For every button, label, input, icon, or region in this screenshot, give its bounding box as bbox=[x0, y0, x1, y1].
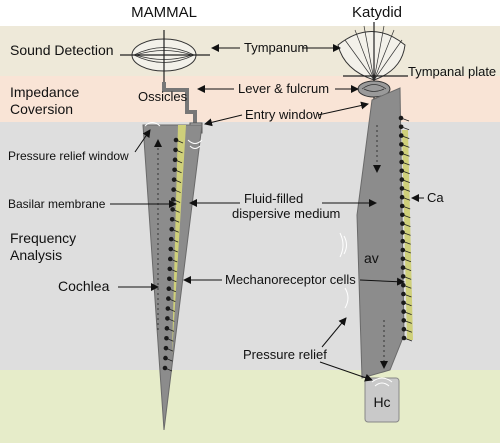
mechanoreceptor-cell bbox=[173, 147, 178, 153]
mammal-tympanum bbox=[120, 30, 210, 82]
svg-text:Pressure relief: Pressure relief bbox=[243, 347, 327, 362]
mechanoreceptor-cell bbox=[400, 247, 406, 253]
column-title-mammal: MAMMAL bbox=[131, 4, 197, 21]
mechanoreceptor-cell bbox=[401, 326, 407, 332]
label-pressure-relief-window: Pressure relief window bbox=[8, 129, 151, 163]
mechanoreceptor-cell bbox=[401, 318, 407, 323]
band-label-frequency-1: Frequency bbox=[10, 230, 76, 246]
svg-text:Lever & fulcrum: Lever & fulcrum bbox=[238, 81, 329, 96]
band-label-frequency-2: Analysis bbox=[10, 247, 62, 263]
mechanoreceptor-cell bbox=[401, 335, 407, 341]
svg-text:Cochlea: Cochlea bbox=[58, 278, 110, 294]
mechanoreceptor-cell bbox=[399, 186, 405, 191]
mechanoreceptor-cell bbox=[172, 157, 178, 163]
mechanoreceptor-cell bbox=[164, 335, 169, 341]
impedance-band bbox=[0, 76, 500, 122]
mechanoreceptor-cell bbox=[173, 137, 179, 143]
mechanoreceptor-cell bbox=[400, 230, 405, 235]
mechanoreceptor-cell bbox=[401, 300, 406, 306]
label-basilar-membrane: Basilar membrane bbox=[8, 197, 177, 211]
label-fluid-filled: Fluid-filled dispersive medium bbox=[189, 191, 377, 221]
mechanoreceptor-cell bbox=[163, 355, 168, 361]
band-label-impedance-2: Coversion bbox=[10, 101, 73, 117]
mechanoreceptor-cell bbox=[165, 316, 170, 321]
mechanoreceptor-cell bbox=[167, 256, 173, 262]
mechanoreceptor-cell bbox=[400, 221, 405, 226]
svg-text:Pressure relief window: Pressure relief window bbox=[8, 149, 129, 163]
svg-text:Basilar membrane: Basilar membrane bbox=[8, 197, 106, 211]
mechanoreceptor-cell bbox=[400, 265, 406, 270]
mechanoreceptor-cell bbox=[168, 236, 174, 242]
mechanoreceptor-cell bbox=[170, 207, 175, 212]
label-ca: Ca bbox=[411, 190, 444, 205]
mechanoreceptor-cell bbox=[166, 286, 172, 291]
svg-text:Mechanoreceptor cells: Mechanoreceptor cells bbox=[225, 272, 356, 287]
mechanoreceptor-cell bbox=[164, 326, 170, 331]
mechanoreceptor-cell bbox=[167, 266, 173, 272]
mechanoreceptor-cell bbox=[170, 197, 176, 202]
label-tympanal-plate: Tympanal plate bbox=[408, 64, 496, 79]
mechanoreceptor-cell bbox=[399, 168, 405, 174]
mammal-ossicles bbox=[162, 82, 197, 126]
mechanoreceptor-cell bbox=[165, 306, 171, 311]
lower-band bbox=[0, 370, 500, 443]
mechanoreceptor-cell bbox=[162, 365, 168, 371]
mechanoreceptor-cell bbox=[401, 309, 406, 314]
svg-text:Ca: Ca bbox=[427, 190, 444, 205]
label-tympanum: Tympanum bbox=[211, 40, 341, 55]
mechanoreceptor-cell bbox=[171, 187, 176, 192]
band-label-sound-detection: Sound Detection bbox=[10, 42, 114, 58]
mechanoreceptor-cell bbox=[399, 159, 404, 165]
header-band bbox=[0, 0, 500, 26]
sound-detection-band bbox=[0, 26, 500, 76]
mechanoreceptor-cell bbox=[398, 115, 404, 121]
mammal-basilar-membrane bbox=[172, 125, 186, 355]
label-hc: Hc bbox=[373, 394, 390, 410]
mechanoreceptor-cell bbox=[400, 256, 406, 262]
label-lever-fulcrum: Lever & fulcrum bbox=[197, 81, 359, 96]
mechanoreceptor-cell bbox=[400, 212, 405, 218]
mechanoreceptor-cell bbox=[398, 133, 404, 138]
frequency-analysis-band bbox=[0, 122, 500, 370]
relief-wave-marks bbox=[187, 139, 393, 387]
svg-text:dispersive medium: dispersive medium bbox=[232, 206, 340, 221]
mechanoreceptor-cell bbox=[168, 246, 174, 252]
mammal-pressure-relief-window bbox=[144, 122, 161, 127]
mechanoreceptor-cell bbox=[399, 194, 405, 200]
katydid-mechanoreceptor-cells bbox=[398, 115, 413, 342]
label-ossicles: Ossicles bbox=[138, 89, 188, 104]
mammal-mechanoreceptor-cells bbox=[162, 137, 184, 372]
mechanoreceptor-cell bbox=[172, 167, 177, 173]
mechanoreceptor-cell bbox=[169, 226, 174, 232]
katydid-acoustic-vesicle bbox=[356, 87, 405, 379]
svg-text:Entry window: Entry window bbox=[245, 107, 323, 122]
mechanoreceptor-cell bbox=[167, 276, 172, 282]
mechanoreceptor-cell bbox=[400, 282, 406, 288]
mechanoreceptor-cell bbox=[166, 296, 171, 301]
mechanoreceptor-cell bbox=[399, 150, 404, 156]
column-title-katydid: Katydid bbox=[352, 4, 402, 21]
svg-text:Tympanum: Tympanum bbox=[244, 40, 308, 55]
mechanoreceptor-cell bbox=[399, 177, 405, 182]
mechanoreceptor-cell bbox=[400, 238, 405, 244]
mechanoreceptor-cell bbox=[399, 142, 404, 147]
mechanoreceptor-cell bbox=[171, 177, 177, 182]
mechanoreceptor-cell bbox=[163, 345, 169, 351]
mechanoreceptor-cell bbox=[398, 124, 404, 130]
label-pressure-relief: Pressure relief bbox=[243, 317, 373, 382]
label-cochlea: Cochlea bbox=[58, 278, 159, 294]
mechanoreceptor-cell bbox=[400, 274, 406, 279]
mechanoreceptor-cell bbox=[401, 291, 406, 297]
mechanoreceptor-cell bbox=[399, 203, 405, 209]
label-av: av bbox=[364, 250, 379, 266]
label-entry-window: Entry window bbox=[204, 101, 369, 127]
mechanoreceptor-cell bbox=[169, 217, 175, 222]
svg-text:Fluid-filled: Fluid-filled bbox=[244, 191, 303, 206]
label-mechanoreceptor: Mechanoreceptor cells bbox=[183, 272, 405, 287]
band-label-impedance-1: Impedance bbox=[10, 84, 79, 100]
